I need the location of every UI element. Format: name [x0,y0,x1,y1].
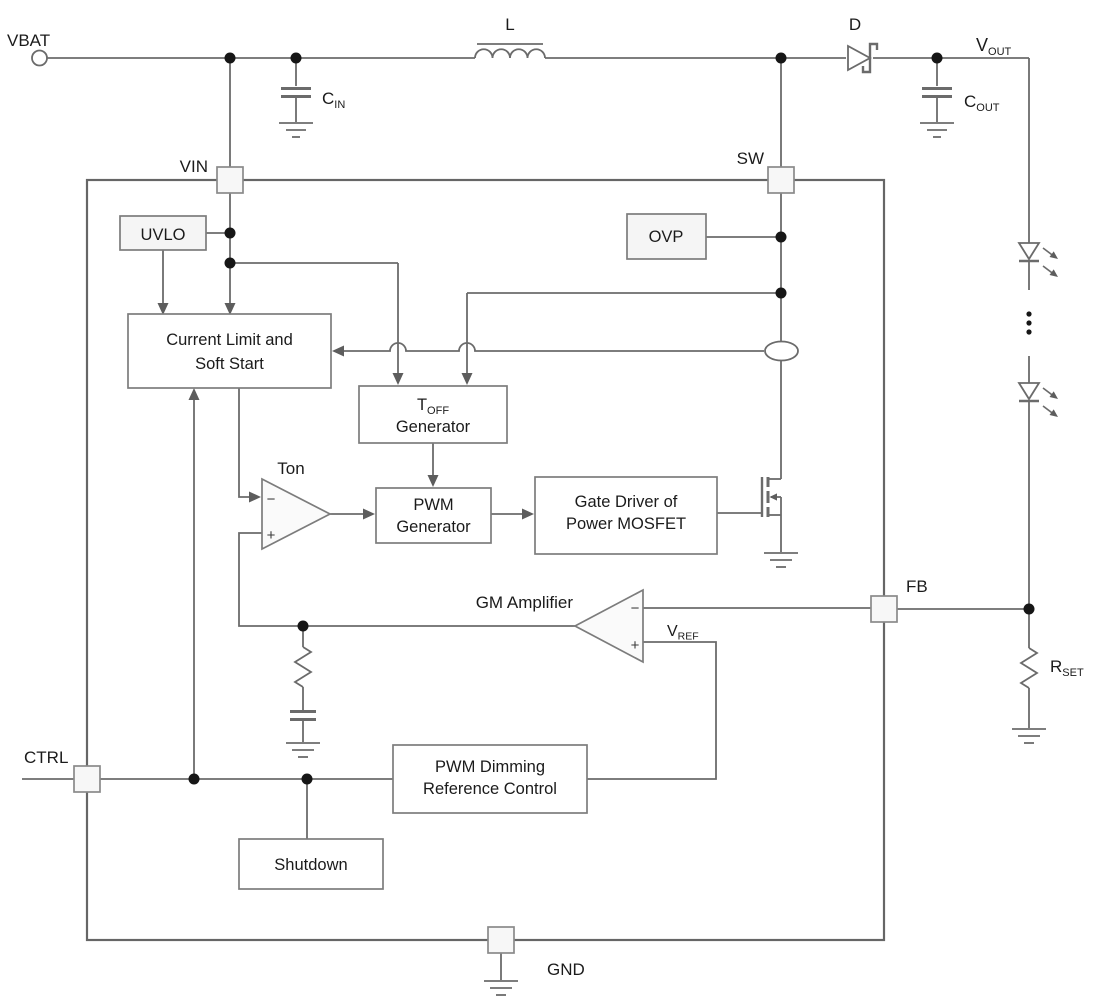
arrowheads [157,303,534,520]
sw-pin [767,166,795,194]
compensation-network [286,646,320,758]
current-sense-line [344,342,764,352]
gm-amplifier [573,588,644,664]
pwm-dimming-block [392,744,588,814]
ton-plus-sign: + [267,527,276,544]
toff-label-line1: TOFF [417,396,449,417]
gnd-ground-symbol [484,980,518,996]
fb-pin [870,595,898,623]
vout-label-sub: OUT [988,46,1012,58]
ovp-label: OVP [649,228,684,246]
cin-capacitor-symbol [279,87,313,138]
gnd-pin-label: GND [547,960,585,979]
uvlo-label: UVLO [141,226,186,244]
power-mosfet-symbol [760,477,798,568]
led-symbol-top [1017,242,1058,277]
inductor-symbol [474,43,546,59]
wires [22,57,1030,980]
led-string-ellipsis [1026,311,1032,335]
pwm-dimming-label-line2: Reference Control [423,780,557,798]
vin-pin [216,166,244,194]
ctrl-pin-label: CTRL [24,748,68,767]
ovp-block [626,213,707,260]
schottky-diode-symbol [847,42,879,74]
rset-label: RSET [1050,657,1084,679]
compensation-resistor [293,646,313,688]
led-string [1017,242,1058,417]
toff-generator-block [358,385,508,444]
cin-label: CIN [322,89,345,111]
pwm-dimming-label-line1: PWM Dimming [435,758,545,776]
mosfet-body-arrow [769,493,777,501]
shutdown-block [238,838,384,890]
rset-resistor-symbol [1012,647,1046,744]
gm-output-wire [238,532,576,627]
vref-wire [587,641,717,780]
gm-plus-sign: + [631,637,640,654]
diode-label: D [849,15,861,34]
toff-label-line2: Generator [396,418,471,436]
vout-label: VOUT [976,35,1012,58]
uvlo-block [119,215,207,251]
current-limit-label-line2: Soft Start [195,355,264,373]
vout-label-main: V [976,35,988,55]
pwm-gen-label-line1: PWM [413,496,453,514]
current-limit-block [127,313,332,389]
ton-label: Ton [277,459,304,478]
gate-driver-label-line2: Power MOSFET [566,515,686,533]
inductor-label: L [505,15,514,34]
current-sense-oval [764,340,799,362]
cout-capacitor-symbol [920,87,954,138]
ctrl-pin [73,765,101,793]
sw-pin-label: SW [737,149,764,168]
vin-pin-label: VIN [180,157,208,176]
led-symbol-bottom [1017,382,1058,417]
current-limit-label-line1: Current Limit and [166,331,293,349]
shutdown-label: Shutdown [274,856,347,874]
fb-pin-label: FB [906,577,928,596]
gnd-pin [487,926,515,954]
vref-label: VREF [667,623,699,643]
cout-label: COUT [964,92,1000,114]
ton-minus-sign: − [267,491,276,508]
gate-driver-label-line1: Gate Driver of [575,493,678,511]
junction-dots [188,52,1035,785]
gate-driver-block [534,476,718,555]
vbat-label: VBAT [7,31,50,50]
gm-minus-sign: − [631,600,640,617]
pwm-gen-label-line2: Generator [396,518,471,536]
ton-comparator [261,477,332,551]
gm-amplifier-label: GM Amplifier [476,593,574,612]
pwm-generator-block [375,487,492,544]
vbat-terminal [31,49,48,67]
ic-boundary [85,178,886,942]
